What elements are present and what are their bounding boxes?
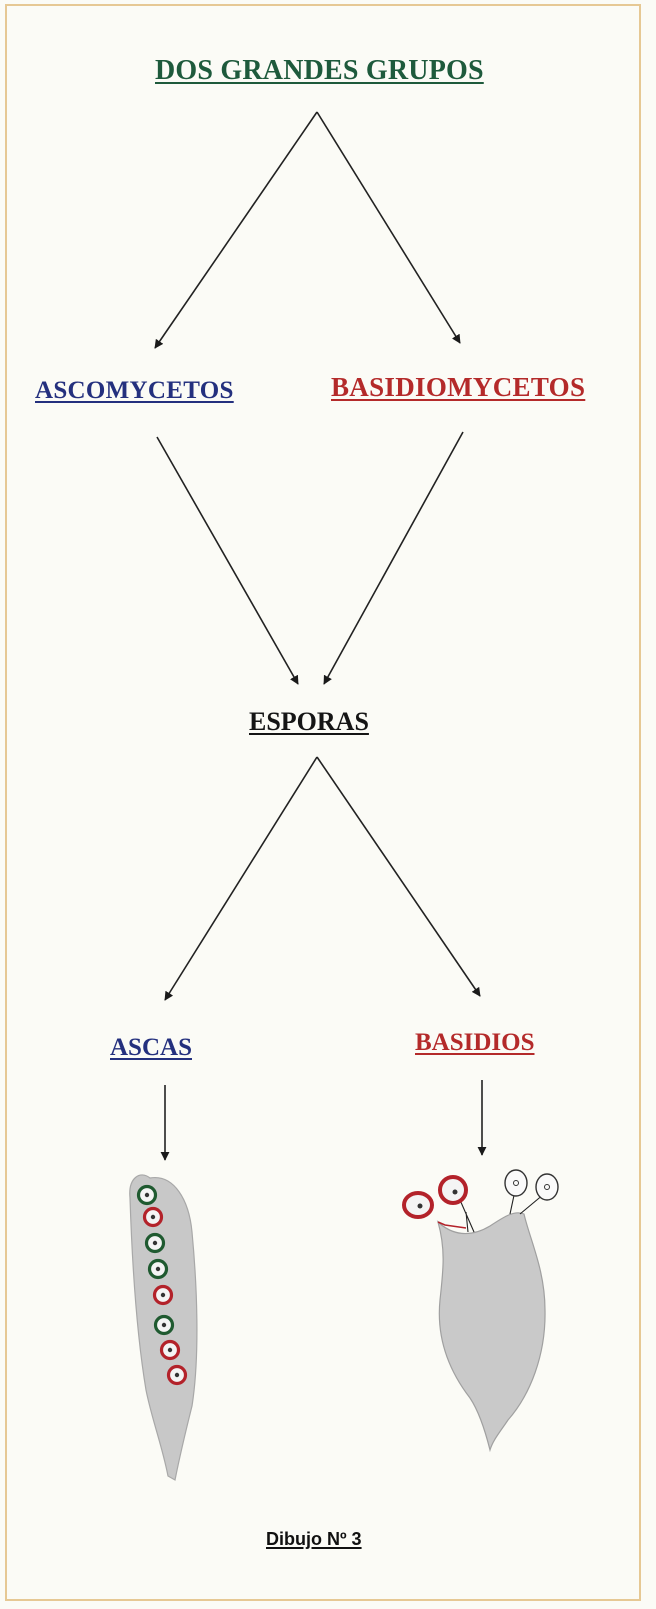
spore-icon xyxy=(535,1173,559,1201)
arrow-esporas-to-basidios xyxy=(316,756,481,997)
figure-caption: Dibujo Nº 3 xyxy=(266,1529,362,1549)
page-frame xyxy=(5,4,641,1601)
basidiospores xyxy=(402,1169,559,1219)
basidio-illustration xyxy=(402,1169,559,1453)
asca-illustration xyxy=(129,1174,198,1481)
spore-icon xyxy=(402,1191,434,1219)
label-basidios: BASIDIOS xyxy=(415,1029,535,1056)
label-esporas: ESPORAS xyxy=(249,707,369,736)
arrow-basidiomycetos-to-esporas xyxy=(323,431,464,685)
spore-icon xyxy=(438,1175,468,1205)
arrow-esporas-to-ascas xyxy=(164,756,318,1001)
label-basidiomycetos: BASIDIOMYCETOS xyxy=(331,372,586,402)
arrow-title-to-basidiomycetos xyxy=(316,111,461,344)
connector-arrows xyxy=(154,111,487,1161)
spore-icon xyxy=(504,1169,528,1197)
diagram-title: DOS GRANDES GRUPOS xyxy=(155,55,484,86)
label-ascas: ASCAS xyxy=(110,1034,192,1061)
arrow-title-to-ascomycetos xyxy=(154,111,318,349)
label-ascomycetos: ASCOMYCETOS xyxy=(35,377,234,404)
arrow-ascomycetos-to-esporas xyxy=(156,436,299,685)
